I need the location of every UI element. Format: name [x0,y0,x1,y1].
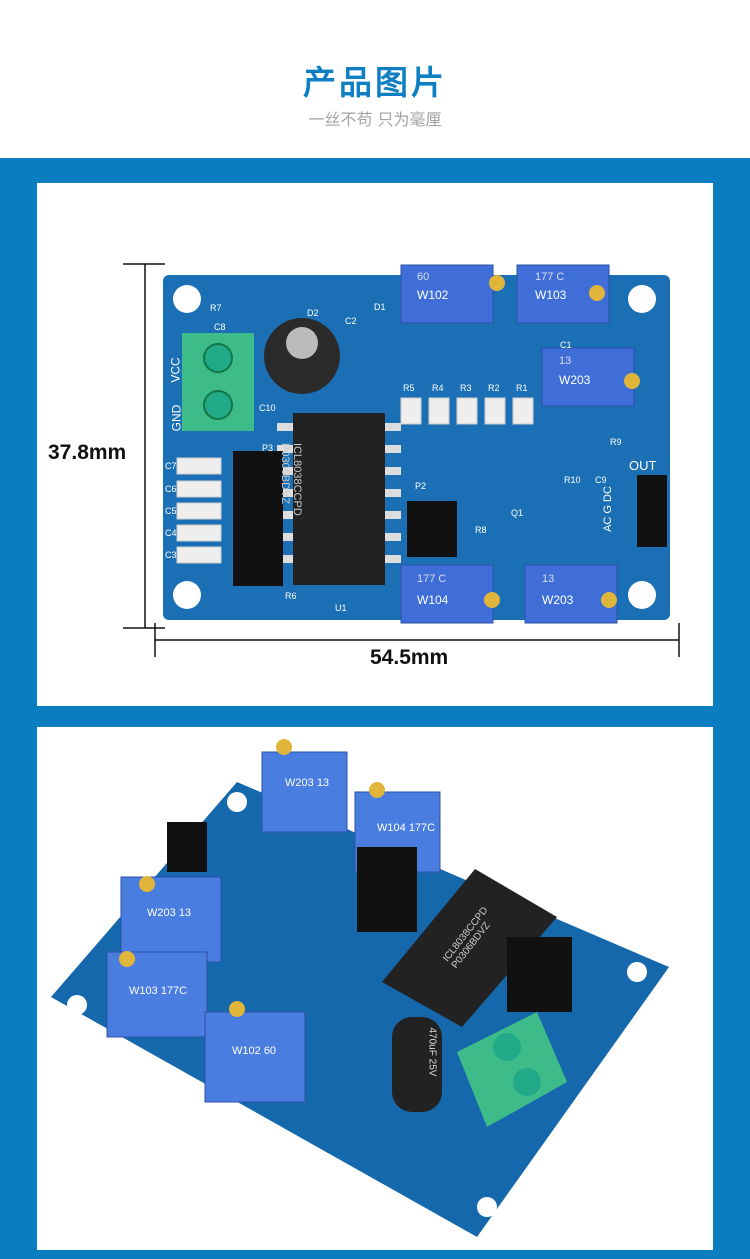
pot-code: 60 [263,1045,277,1057]
mounting-holes [173,285,656,609]
pot-adjust-screws [119,739,385,1017]
output-header [167,822,207,872]
ref-label: D2 [307,308,319,318]
ref-label: C5 [165,506,177,516]
vcc-label: VCC [168,357,183,383]
ref-label: C8 [214,322,226,332]
pot-code: 13 [316,777,330,789]
pot-adjust-screws [484,275,640,608]
pot-label: W102 [417,288,449,302]
terminal-screw [513,1068,541,1096]
ref-label: R9 [610,437,622,447]
out-pin-labels: AC G DC [601,486,614,532]
ref-label: Q1 [511,508,524,518]
ref-label: R3 [460,383,472,393]
pot-code: 177 C [417,573,447,585]
chip-line-1: ICL8038CCPD [291,443,303,516]
pot-code: 177 C [535,271,565,283]
ref-label: C3 [165,550,177,560]
pot-label: W203 13 [147,907,191,919]
jumper-header-p3 [233,451,283,586]
ref-label: C6 [165,484,177,494]
potentiometers [400,264,635,624]
ref-label: P3 [262,443,274,453]
pot-label: W102 60 [232,1045,276,1057]
gnd-label: GND [169,404,184,432]
ic-chip [293,413,385,585]
ref-label: C7 [165,461,177,471]
ref-label: R1 [516,383,528,393]
ref-label: R10 [564,475,581,485]
ref-label: R8 [475,525,487,535]
capacitor-marking: 470uF 25V [426,1027,438,1077]
ref-label: P2 [415,481,427,491]
pot-code: 177C [408,822,436,834]
terminal-screw [203,390,233,420]
ref-label: C2 [345,316,357,326]
pot-label: W103 177C [129,985,187,997]
ref-label: C4 [165,528,177,538]
section-title: 产品图片 [303,63,447,102]
ref-label: R6 [285,591,297,601]
electrolytic-capacitor [392,1017,442,1112]
terminal-block [457,1012,567,1127]
pot-code: 13 [559,355,572,367]
ic-chip [382,869,557,1027]
pot-code: 177C [160,985,188,997]
pot-label: W203 13 [285,777,329,789]
ref-label: C10 [259,403,276,413]
mounting-holes [67,792,647,1217]
pot-code: 60 [417,271,430,283]
ref-label: R5 [403,383,415,393]
pot-name: W203 [147,907,176,919]
jumper-header-p2 [407,501,457,557]
pot-label: W104 [417,593,449,607]
section-subtitle: 一丝不苟 只为毫厘 [308,110,442,129]
ref-label: C1 [560,340,572,350]
pot-name: W104 [377,822,406,834]
jumper-header-p3 [507,937,572,1012]
ref-label: R4 [432,383,444,393]
pot-label: W203 [542,593,574,607]
ref-label: D1 [374,302,386,312]
section-header: 产品图片 一丝不苟 只为毫厘 [0,0,750,158]
pot-label: W103 [535,288,567,302]
out-label: OUT [629,458,657,473]
terminal-screw [493,1033,521,1061]
pot-label: W203 [559,373,591,387]
capacitor-top [286,327,318,359]
pot-name: W102 [232,1045,261,1057]
pot-code: 13 [542,573,555,585]
ref-label: C9 [595,475,607,485]
smd-components [176,397,534,564]
dimension-lines [123,263,680,657]
ref-label: U1 [335,603,347,613]
height-dimension-label: 37.8mm [48,441,127,464]
ic-pins [277,423,401,563]
width-dimension-label: 54.5mm [370,646,449,669]
ref-label: R2 [488,383,500,393]
pcb-angled-view [51,739,669,1237]
pot-name: W103 [129,985,158,997]
terminal-screw [203,343,233,373]
output-header [637,475,667,547]
jumper-header-p2 [357,847,417,932]
pot-name: W203 [285,777,314,789]
pot-label: W104 177C [377,822,435,834]
pcb-top-view [123,263,680,657]
chip-line-2: P0306BDVZ [279,443,291,505]
pot-code: 13 [178,907,192,919]
ref-label: R7 [210,303,222,313]
